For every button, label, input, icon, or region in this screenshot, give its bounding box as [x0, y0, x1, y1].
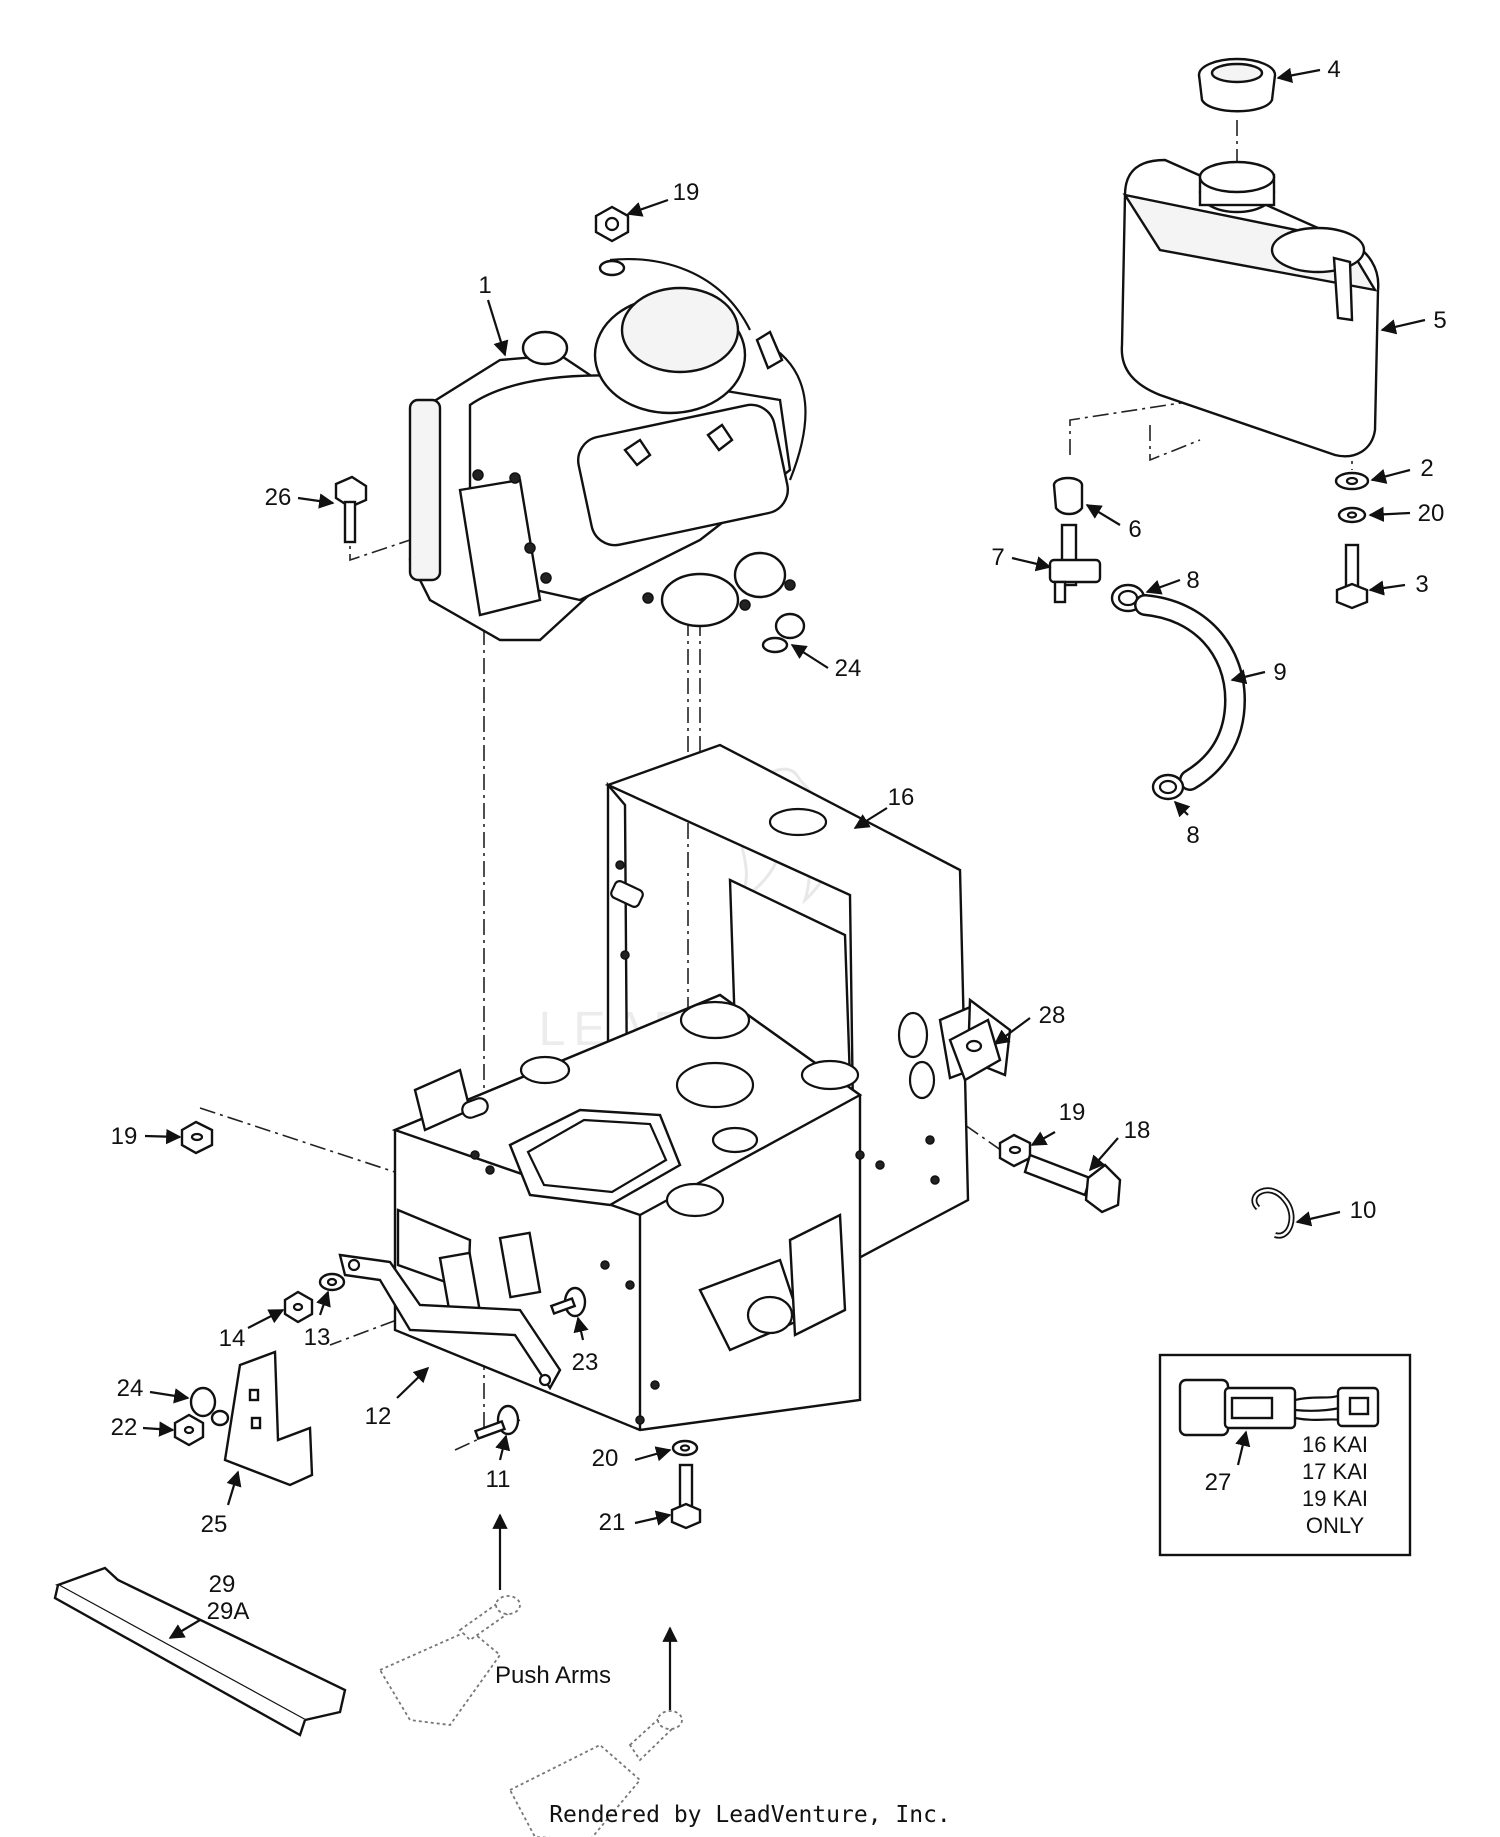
callout-10: 10 [1350, 1197, 1377, 1224]
push-arm-arrows [492, 1513, 678, 1710]
callout-1: 1 [478, 272, 491, 299]
callout-12: 12 [365, 1403, 392, 1430]
callout-23: 23 [572, 1349, 599, 1376]
bracket-part-12 [338, 1253, 562, 1391]
callout-28: 28 [1039, 1002, 1066, 1029]
shoulder-bolt-part-18 [1023, 1153, 1122, 1214]
fuel-valve-part-7 [1048, 523, 1102, 604]
inset-line-1: 16 KAI [1302, 1432, 1368, 1457]
callout-19-right: 19 [1059, 1099, 1086, 1126]
footer-credit: Rendered by LeadVenture, Inc. [549, 1802, 951, 1828]
bracket-part-28 [948, 1018, 1002, 1082]
clip-part-24-upper [761, 612, 806, 654]
callout-25: 25 [201, 1511, 228, 1538]
push-arms-illustration [378, 1595, 683, 1837]
inset-line-3: 19 KAI [1302, 1486, 1368, 1511]
flange-nut-part-19-right [998, 1133, 1032, 1168]
callout-29a: 29A [207, 1598, 250, 1625]
callout-27: 27 [1205, 1469, 1232, 1496]
wire-harness-part-27 [1178, 1378, 1380, 1437]
callout-19-top: 19 [673, 179, 700, 206]
bracket-part-25 [223, 1350, 314, 1487]
washer-part-2 [1334, 471, 1370, 491]
washer-part-13 [318, 1272, 346, 1292]
callout-14: 14 [219, 1325, 246, 1352]
leader-arrows [142, 67, 1426, 1639]
callout-3: 3 [1415, 571, 1428, 598]
callout-8-lower: 8 [1186, 822, 1199, 849]
spacer-part-24-lower [189, 1386, 217, 1418]
lock-nut-part-14 [283, 1290, 314, 1324]
weight-bar-part-29 [53, 1566, 347, 1737]
bolt-part-26 [334, 475, 368, 544]
fuel-tank-part-5 [1120, 158, 1380, 458]
callout-8-upper: 8 [1186, 567, 1199, 594]
callout-labels: 1 19 26 24 4 5 2 20 3 6 7 8 9 8 16 28 19… [111, 56, 1447, 1625]
callout-5: 5 [1433, 307, 1446, 334]
bolt-part-3 [1335, 543, 1369, 610]
grommet-part-6 [1052, 476, 1084, 516]
callout-20-lower: 20 [592, 1445, 619, 1472]
callout-18: 18 [1124, 1117, 1151, 1144]
callout-2: 2 [1420, 455, 1433, 482]
callout-24-lower: 24 [117, 1375, 144, 1402]
callout-24-upper: 24 [835, 655, 862, 682]
ring-terminal-part-19 [594, 205, 630, 277]
lock-washer-part-20-upper [1337, 506, 1367, 524]
callout-22: 22 [111, 1414, 138, 1441]
inset-box: 16 KAI 17 KAI 19 KAI ONLY [1158, 1353, 1412, 1557]
fuel-cap-part-4 [1197, 57, 1277, 113]
callout-21: 21 [599, 1509, 626, 1536]
callout-29: 29 [209, 1571, 236, 1598]
inset-line-2: 17 KAI [1302, 1459, 1368, 1484]
lock-nut-part-22 [173, 1409, 230, 1447]
engine-part-1 [408, 258, 807, 642]
callout-7: 7 [991, 544, 1004, 571]
bolt-part-11 [473, 1404, 520, 1441]
callout-9: 9 [1273, 659, 1286, 686]
frame-part-16 [391, 743, 1012, 1432]
inset-line-4: ONLY [1306, 1513, 1365, 1538]
callout-11: 11 [486, 1466, 511, 1493]
callout-20-upper: 20 [1418, 500, 1445, 527]
bolt-part-21 [670, 1463, 702, 1530]
fuel-hose-part-9 [1134, 594, 1247, 791]
callout-26: 26 [265, 484, 292, 511]
flange-nut-part-19-left [180, 1120, 214, 1155]
snap-ring-part-10 [1251, 1187, 1295, 1239]
callout-6: 6 [1128, 516, 1141, 543]
bolt-part-23 [549, 1286, 587, 1318]
lock-washer-part-20-lower [671, 1439, 699, 1457]
callout-13: 13 [304, 1324, 331, 1351]
callout-16: 16 [888, 784, 915, 811]
callout-19-left: 19 [111, 1123, 138, 1150]
push-arms-label: Push Arms [495, 1662, 611, 1689]
hose-clamp-part-8-lower [1151, 773, 1185, 801]
callout-4: 4 [1327, 56, 1340, 83]
